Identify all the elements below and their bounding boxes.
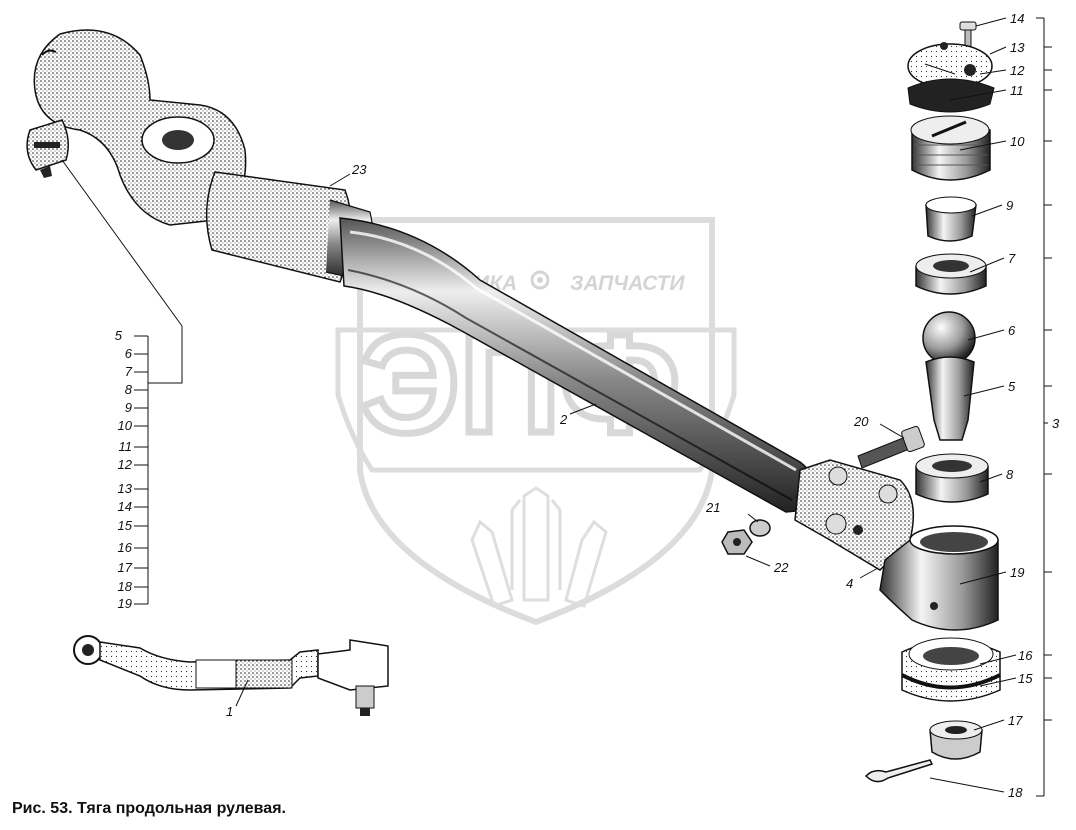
watermark-shield bbox=[357, 217, 715, 626]
left-label-17: 17 bbox=[118, 560, 133, 575]
left-label-10: 10 bbox=[118, 418, 133, 433]
callout-1: 1 bbox=[226, 704, 233, 719]
part-11-gasket bbox=[907, 78, 995, 113]
callout-3: 3 bbox=[1052, 416, 1060, 431]
castle-nut-left bbox=[26, 119, 69, 178]
part-7-ring bbox=[915, 253, 987, 295]
left-label-9: 9 bbox=[125, 400, 132, 415]
gear-icon bbox=[530, 270, 550, 290]
callout-14: 14 bbox=[1010, 11, 1024, 26]
callout-4: 4 bbox=[846, 576, 853, 591]
callout-23: 23 bbox=[351, 162, 367, 177]
left-label-18: 18 bbox=[118, 579, 133, 594]
left-label-16: 16 bbox=[118, 540, 133, 555]
callout-labels: 14 13 12 11 10 9 7 6 5 3 8 19 16 15 17 1… bbox=[115, 11, 1060, 800]
figure-caption: Рис. 53. Тяга продольная рулевая. bbox=[12, 800, 286, 817]
part-5-pin bbox=[925, 356, 975, 441]
callout-2: 2 bbox=[559, 412, 568, 427]
left-label-6: 6 bbox=[125, 346, 133, 361]
leader-lines bbox=[61, 17, 1052, 797]
part-21-washer bbox=[749, 519, 771, 537]
callout-5: 5 bbox=[1008, 379, 1016, 394]
callout-18: 18 bbox=[1008, 785, 1023, 800]
part-9-spring bbox=[925, 196, 977, 242]
left-label-8: 8 bbox=[125, 382, 133, 397]
part-13-cover bbox=[907, 42, 993, 89]
left-label-12: 12 bbox=[118, 457, 133, 472]
left-label-19: 19 bbox=[118, 596, 132, 611]
part-20-bolt bbox=[857, 425, 925, 469]
left-label-13: 13 bbox=[118, 481, 133, 496]
callout-13: 13 bbox=[1010, 40, 1025, 55]
callout-10: 10 bbox=[1010, 134, 1025, 149]
left-label-5: 5 bbox=[115, 328, 123, 343]
part-22-nut bbox=[721, 529, 753, 555]
callout-11: 11 bbox=[1010, 83, 1024, 98]
watermark-text-right: ЗАПЧАСТИ bbox=[570, 272, 685, 295]
left-label-7: 7 bbox=[125, 364, 133, 379]
callout-20: 20 bbox=[853, 414, 869, 429]
callout-9: 9 bbox=[1006, 198, 1013, 213]
wheat-icon bbox=[470, 486, 608, 608]
callout-16: 16 bbox=[1018, 648, 1033, 663]
part-17-castle-nut bbox=[929, 720, 983, 760]
callout-21: 21 bbox=[705, 500, 720, 515]
inset-rod bbox=[73, 635, 389, 716]
part-16-boot bbox=[901, 637, 1001, 702]
callout-17: 17 bbox=[1008, 713, 1023, 728]
callout-6: 6 bbox=[1008, 323, 1016, 338]
exploded-parts bbox=[721, 21, 1001, 783]
part-6-ball bbox=[922, 311, 976, 365]
callout-12: 12 bbox=[1010, 63, 1025, 78]
left-label-11: 11 bbox=[119, 439, 133, 454]
part-10-plug bbox=[910, 115, 991, 181]
callout-7: 7 bbox=[1008, 251, 1016, 266]
left-label-15: 15 bbox=[118, 518, 133, 533]
part-18-cotter-pin bbox=[864, 759, 934, 783]
callout-15: 15 bbox=[1018, 671, 1033, 686]
callout-22: 22 bbox=[773, 560, 789, 575]
rod-assembly bbox=[26, 29, 999, 631]
part-8-ring bbox=[915, 453, 989, 503]
callout-8: 8 bbox=[1006, 467, 1014, 482]
left-label-14: 14 bbox=[118, 499, 132, 514]
callout-19: 19 bbox=[1010, 565, 1024, 580]
